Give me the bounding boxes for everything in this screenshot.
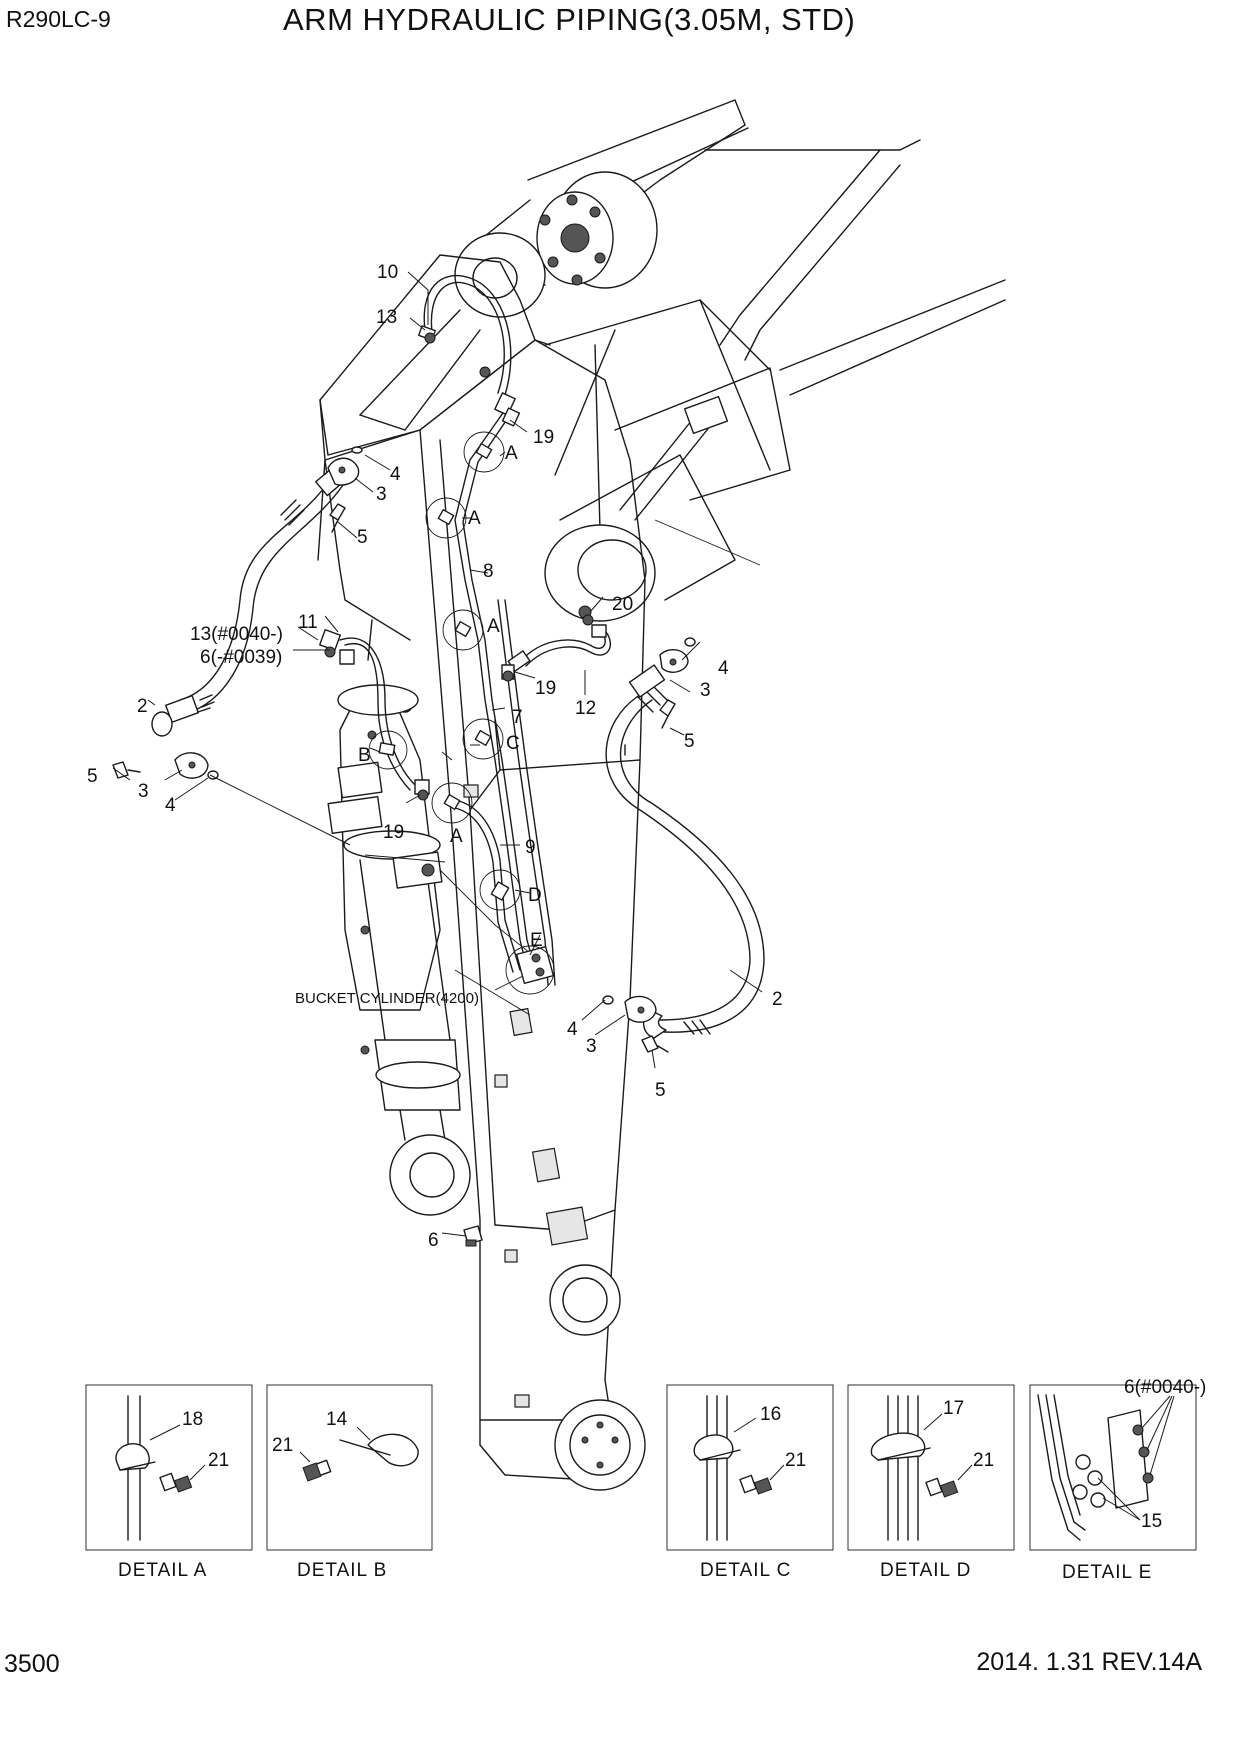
revision-date: 2014. 1.31 REV.14A <box>976 1648 1202 1676</box>
callout-7: 7 <box>512 707 523 728</box>
bucket-cylinder-note: BUCKET CYLINDER(4200) <box>295 990 479 1007</box>
bucket-cylinder-head <box>454 171 658 318</box>
hose-left <box>151 461 351 737</box>
detail-c-part-16: 16 <box>760 1404 781 1425</box>
callout-a-4: A <box>450 826 463 847</box>
detail-e: 6(#0040-) 15 DETAIL E <box>1029 1377 1206 1583</box>
detail-b-part-21: 21 <box>272 1435 293 1456</box>
callout-2-right: 2 <box>772 989 783 1010</box>
callout-10: 10 <box>377 262 398 283</box>
callout-9: 9 <box>525 837 536 858</box>
callout-13-serial: 13(#0040-) <box>190 624 283 645</box>
detail-d-caption: DETAIL D <box>880 1560 971 1581</box>
detail-e-part-15: 15 <box>1141 1511 1162 1532</box>
detail-c: 16 21 DETAIL C <box>666 1384 834 1581</box>
callout-a-3: A <box>487 616 500 637</box>
callout-5-right: 5 <box>684 731 695 752</box>
hose-right <box>605 664 765 1039</box>
callout-3-top: 3 <box>376 484 387 505</box>
detail-b-caption: DETAIL B <box>297 1560 387 1581</box>
callout-11: 11 <box>298 612 318 633</box>
callout-labels: 10 13 19 A 4 3 A 5 8 20 A 13(#0040-) 11 … <box>87 262 783 1251</box>
callout-3-low: 3 <box>586 1036 597 1057</box>
detail-c-caption: DETAIL C <box>700 1560 791 1581</box>
pipe-lines <box>319 274 611 986</box>
callout-5-low: 5 <box>655 1080 666 1101</box>
boom-structure <box>527 99 1006 622</box>
callout-e: E <box>530 930 543 951</box>
callout-4-right: 4 <box>718 658 729 679</box>
callout-5-left: 5 <box>87 766 98 787</box>
callout-8: 8 <box>483 561 494 582</box>
leader-lines <box>112 271 763 1237</box>
callout-12: 12 <box>575 698 596 719</box>
page-title: ARM HYDRAULIC PIPING(3.05M, STD) <box>283 2 856 37</box>
callout-19-top: 19 <box>533 427 554 448</box>
detail-e-part-6-serial: 6(#0040-) <box>1124 1377 1206 1398</box>
callout-2-left: 2 <box>137 696 148 717</box>
detail-a: 18 21 DETAIL A <box>85 1384 253 1581</box>
callout-b: B <box>358 745 371 766</box>
detail-e-caption: DETAIL E <box>1062 1562 1152 1583</box>
flange-sets <box>112 366 696 1247</box>
detail-c-part-21: 21 <box>785 1450 806 1471</box>
detail-a-part-18: 18 <box>182 1409 203 1430</box>
detail-d-part-17: 17 <box>943 1398 964 1419</box>
callout-6-serial: 6(-#0039) <box>200 647 282 668</box>
callout-5-top: 5 <box>357 527 368 548</box>
detail-a-part-21: 21 <box>208 1450 229 1471</box>
callout-4-left: 4 <box>165 795 176 816</box>
callout-d: D <box>528 885 542 906</box>
callout-3-right: 3 <box>700 680 711 701</box>
model-number: R290LC-9 <box>6 6 111 32</box>
callout-4-top: 4 <box>390 464 401 485</box>
callout-3-left: 3 <box>138 781 149 802</box>
detail-d-part-21: 21 <box>973 1450 994 1471</box>
callout-4-low: 4 <box>567 1019 578 1040</box>
callout-19-mid: 19 <box>535 678 556 699</box>
callout-a-2: A <box>468 508 481 529</box>
detail-d: 17 21 DETAIL D <box>847 1384 1015 1581</box>
callout-19-low: 19 <box>383 822 404 843</box>
clamp-markers <box>368 431 555 995</box>
detail-b: 14 21 DETAIL B <box>266 1384 433 1581</box>
detail-b-part-14: 14 <box>326 1409 348 1430</box>
callout-20: 20 <box>612 594 633 615</box>
page-number: 3500 <box>4 1650 60 1678</box>
callout-13-top: 13 <box>376 307 397 328</box>
callout-a-1: A <box>505 443 518 464</box>
callout-c: C <box>506 733 520 754</box>
callout-6-low: 6 <box>428 1230 439 1251</box>
detail-a-caption: DETAIL A <box>118 1560 207 1581</box>
